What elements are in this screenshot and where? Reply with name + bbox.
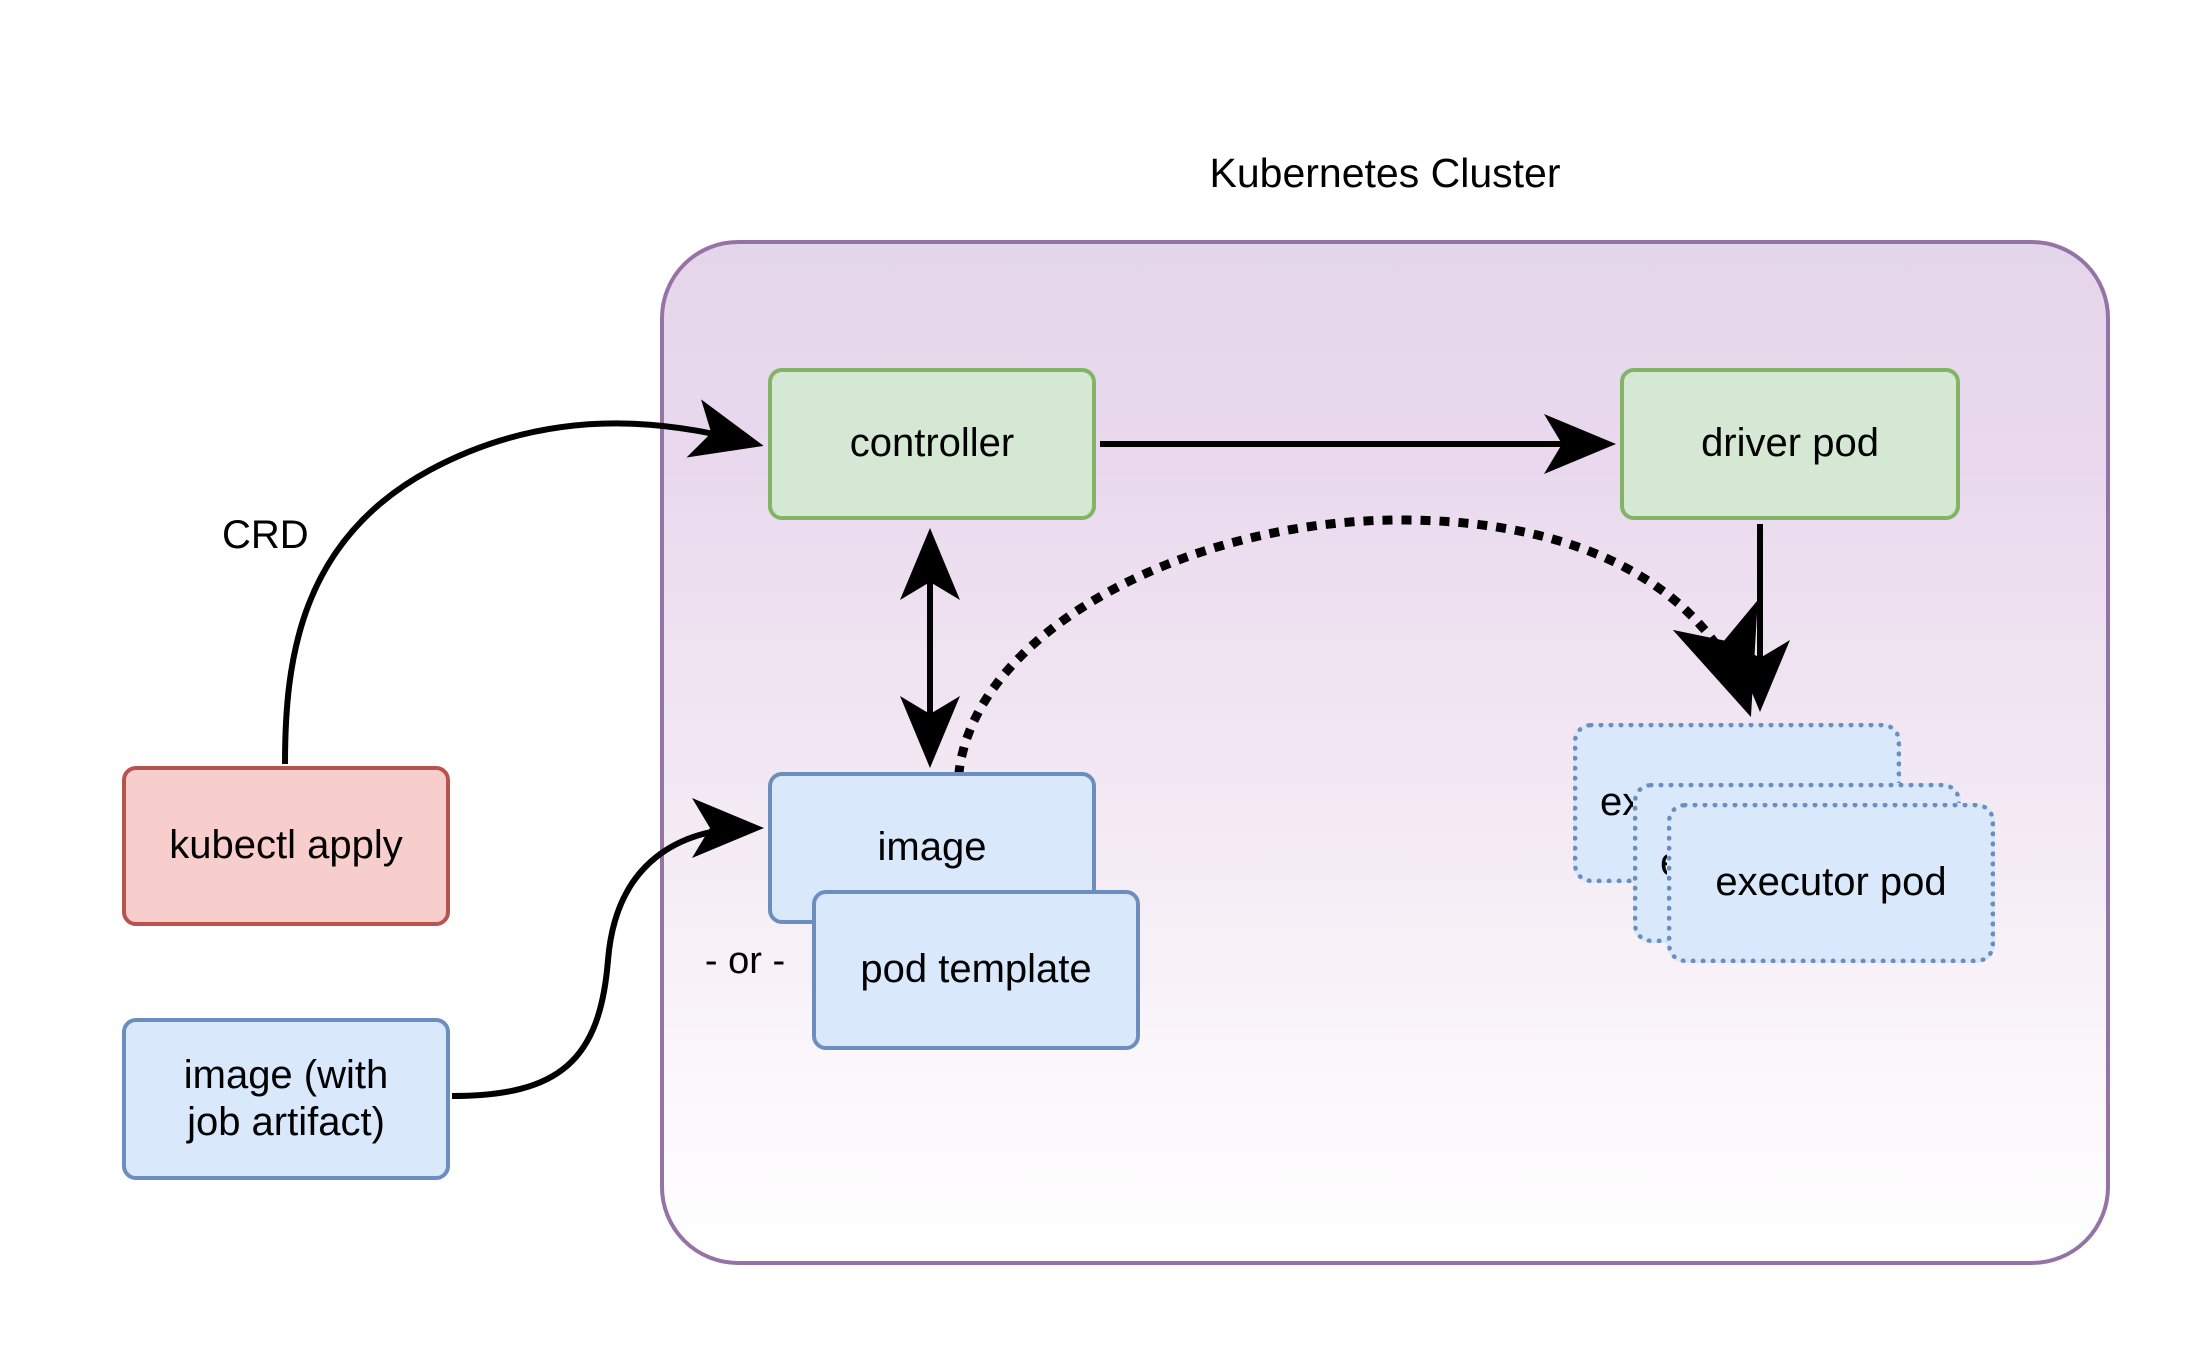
cluster-title: Kubernetes Cluster bbox=[1209, 150, 1561, 196]
node-executor-pod-front-label: executor pod bbox=[1715, 860, 1947, 905]
node-image-label: image bbox=[877, 825, 987, 870]
node-executor-pod-front[interactable]: executor pod bbox=[1667, 803, 1995, 963]
node-controller-label: controller bbox=[849, 421, 1015, 466]
node-kubectl-apply-label: kubectl apply bbox=[169, 823, 403, 868]
node-image-with-job-artifact[interactable]: image (with job artifact) bbox=[122, 1018, 450, 1180]
node-kubectl-apply[interactable]: kubectl apply bbox=[122, 766, 450, 926]
node-pod-template[interactable]: pod template bbox=[812, 890, 1140, 1050]
node-pod-template-label: pod template bbox=[860, 947, 1092, 992]
node-controller[interactable]: controller bbox=[768, 368, 1096, 520]
node-image-artifact-line1: image (with bbox=[183, 1052, 389, 1097]
edge-label-crd: CRD bbox=[222, 513, 309, 557]
node-image-artifact-line2: job artifact) bbox=[187, 1100, 385, 1144]
or-label: - or - bbox=[704, 940, 786, 982]
node-driver-pod-label: driver pod bbox=[1701, 421, 1879, 466]
node-driver-pod[interactable]: driver pod bbox=[1620, 368, 1960, 520]
node-image-artifact-label: image (with job artifact) bbox=[184, 1052, 389, 1146]
